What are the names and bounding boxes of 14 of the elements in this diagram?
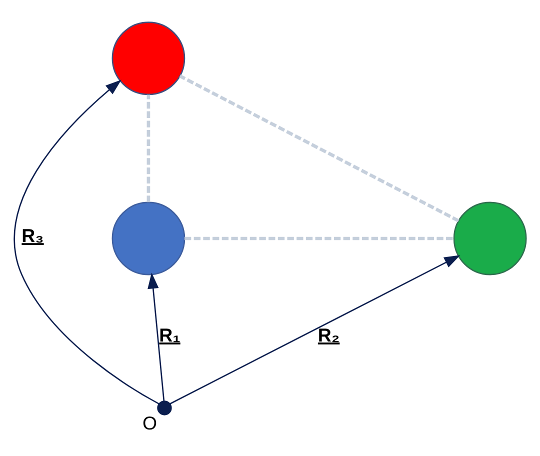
edge-label: R₃ bbox=[22, 224, 44, 246]
connector bbox=[146, 94, 150, 202]
edge-label: R₂ bbox=[318, 324, 340, 346]
node-circle bbox=[453, 201, 527, 275]
arrow bbox=[170, 254, 460, 404]
edge-label: R₁ bbox=[159, 324, 180, 346]
node-label: O bbox=[142, 412, 158, 434]
arrow bbox=[14, 79, 160, 404]
node-circle bbox=[112, 201, 186, 275]
connector bbox=[179, 74, 460, 222]
connector bbox=[184, 236, 454, 240]
node-circle bbox=[157, 400, 172, 415]
node-circle bbox=[112, 21, 186, 95]
arrow bbox=[148, 272, 165, 401]
